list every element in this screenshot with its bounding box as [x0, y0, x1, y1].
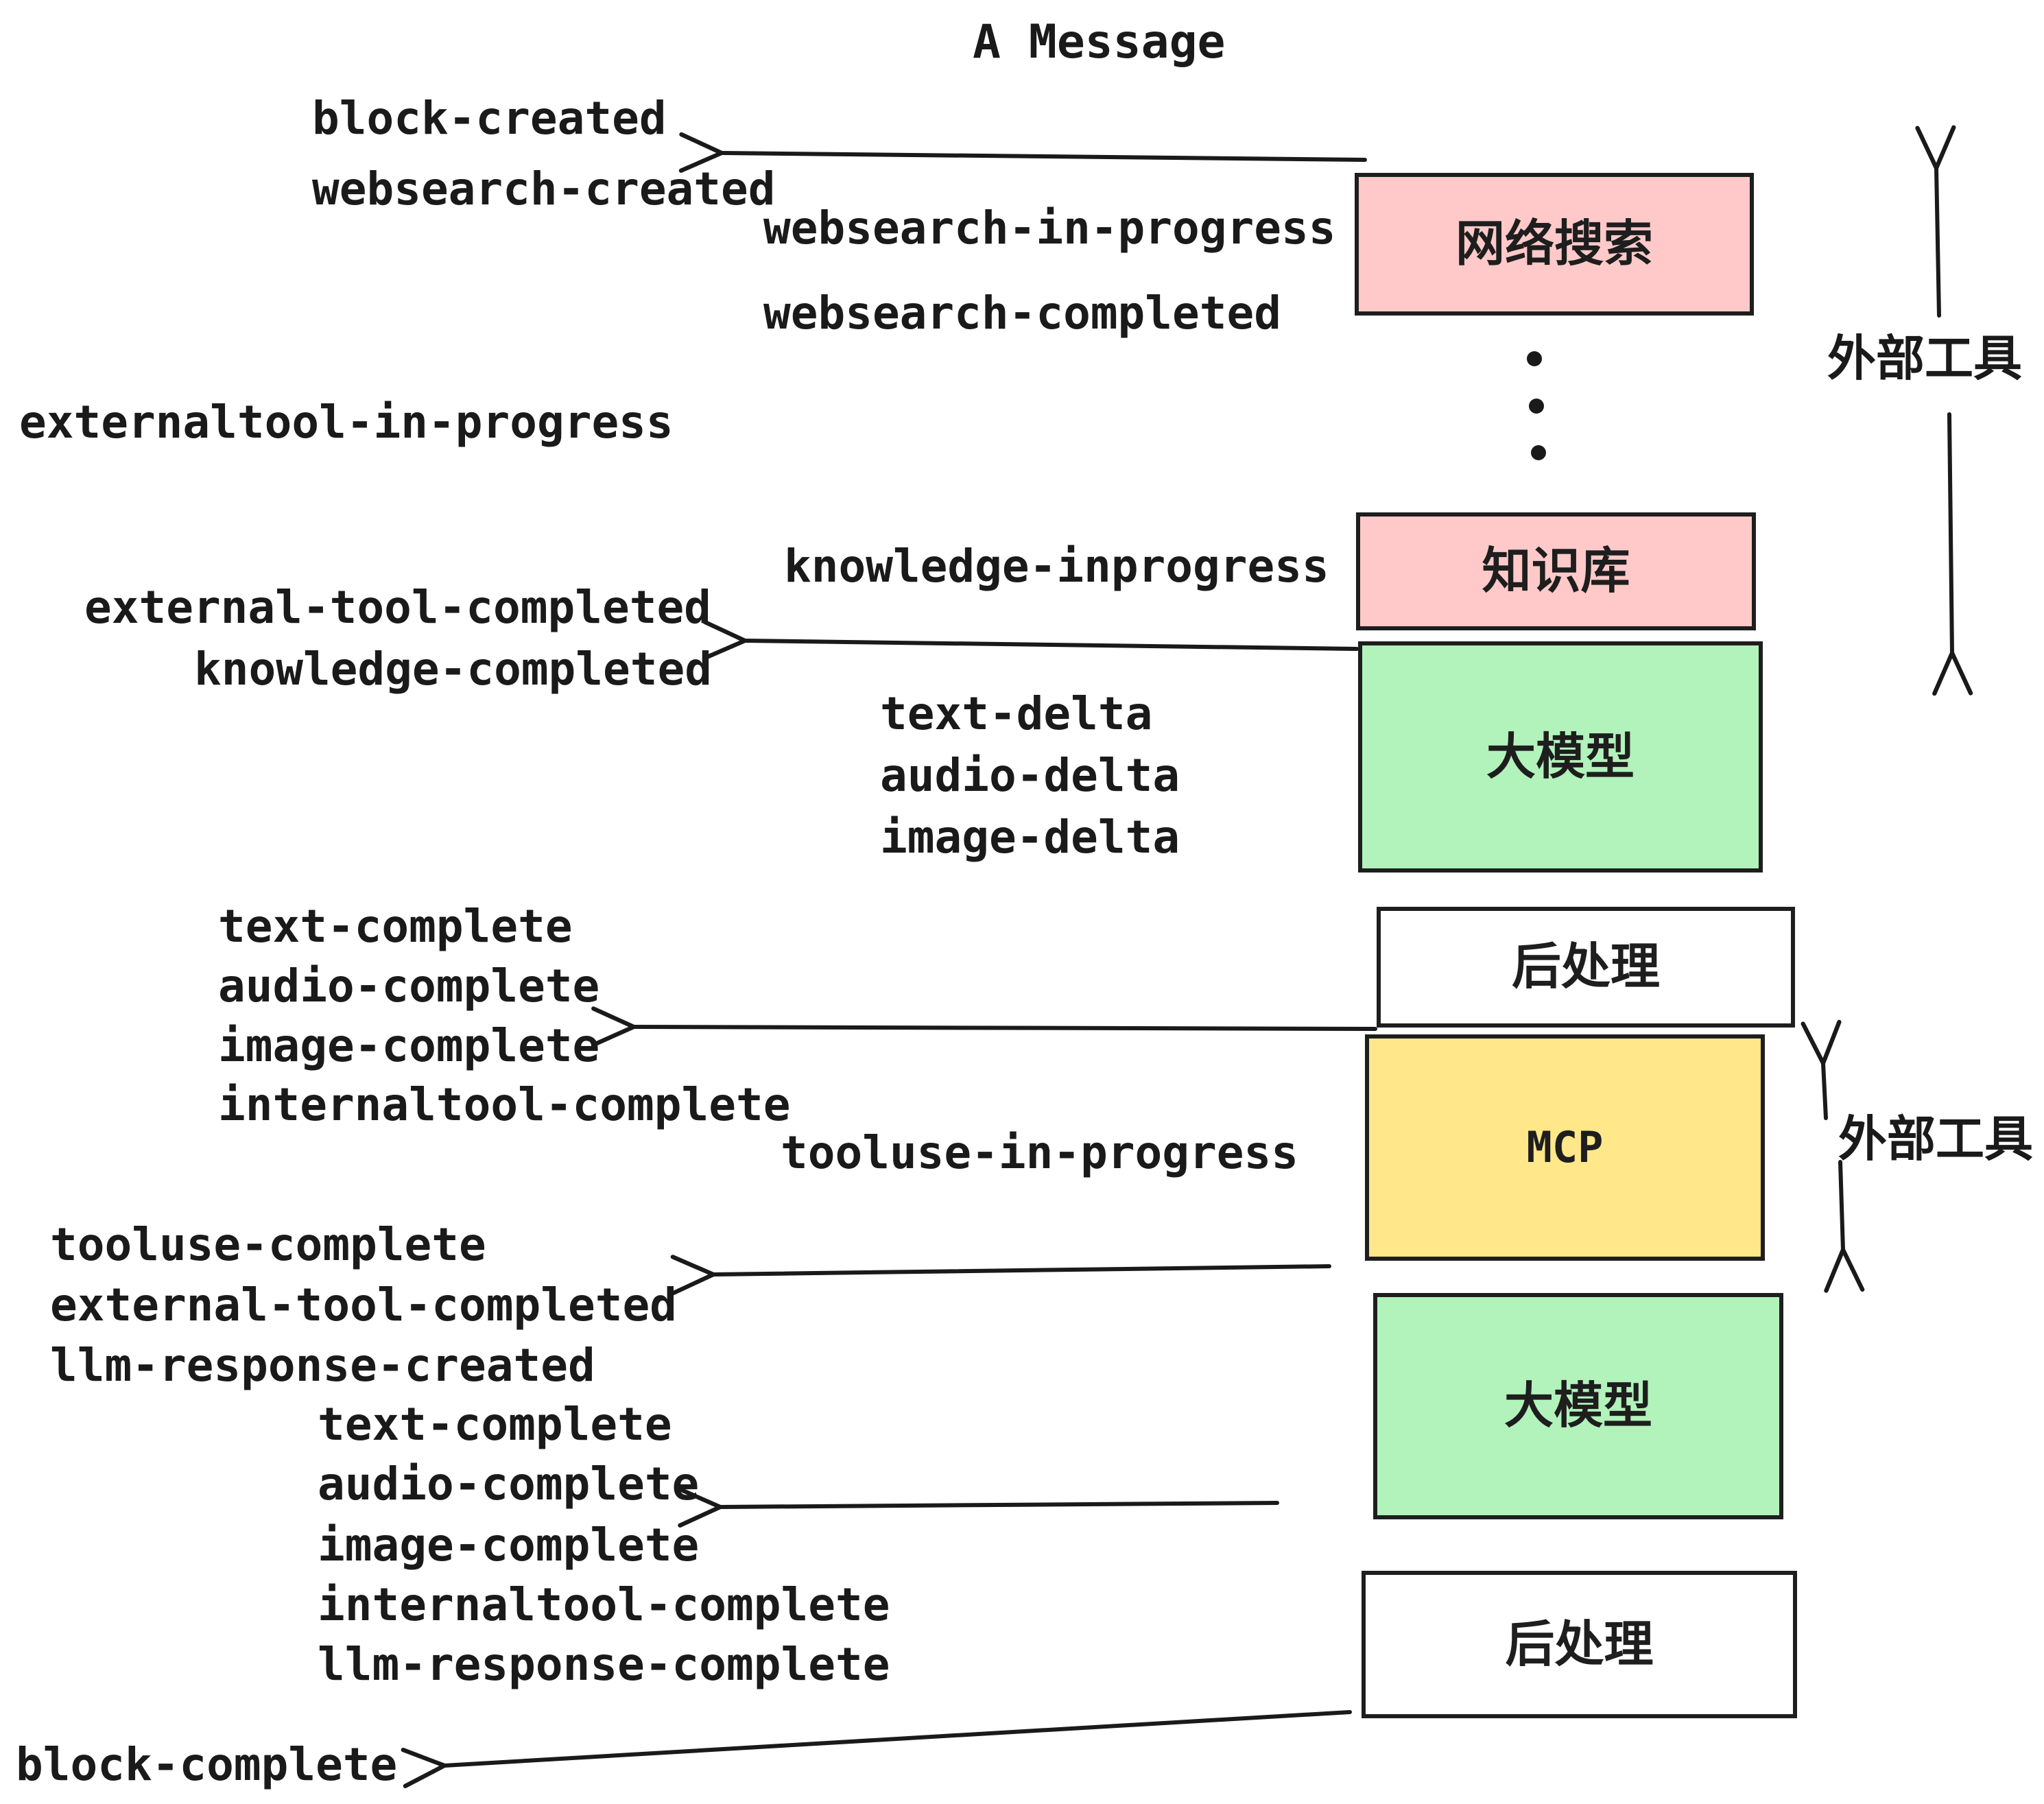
event-label-audio-complete-2: audio-complete	[318, 1458, 700, 1510]
box-llm-top: 大模型	[1358, 641, 1763, 873]
event-label-block-created: block-created	[312, 92, 667, 145]
event-label-tooluse-complete: tooluse-complete	[50, 1218, 486, 1271]
event-label-image-complete-1: image-complete	[218, 1019, 600, 1072]
ellipsis-dot	[1531, 445, 1546, 460]
event-label-llm-response-complete: llm-response-complete	[318, 1638, 890, 1691]
arrow-llm-to-knowledge-completed	[702, 619, 1359, 661]
ellipsis-dot	[1529, 399, 1544, 414]
event-label-text-complete-1: text-complete	[218, 900, 573, 953]
arrow-external-tools-bottom-up	[1801, 1019, 1842, 1120]
box-post-top-label: 后处理	[1511, 940, 1660, 995]
arrow-llm2-to-audio-complete	[677, 1486, 1279, 1528]
event-label-image-complete-2: image-complete	[318, 1519, 700, 1571]
arrow-post2-to-block-complete	[401, 1710, 1352, 1788]
arrow-external-tools-top-up	[1915, 125, 1956, 318]
event-label-websearch-created: websearch-created	[312, 163, 776, 215]
arrow-post-to-image-complete	[591, 1006, 1377, 1047]
box-post-top: 后处理	[1377, 907, 1795, 1028]
event-label-llm-response-created: llm-response-created	[50, 1339, 595, 1392]
event-label-audio-complete-1: audio-complete	[218, 960, 600, 1012]
ellipsis-dot	[1527, 351, 1542, 366]
event-label-externaltool-in-progress: externaltool-in-progress	[19, 396, 674, 449]
box-mcp: MCP	[1365, 1034, 1765, 1261]
box-knowledge: 知识库	[1356, 512, 1756, 630]
event-label-tooluse-in-progress: tooluse-in-progress	[781, 1126, 1298, 1179]
box-websearch-label: 网络搜索	[1455, 217, 1653, 272]
arrow-external-tools-bottom-down	[1824, 1160, 1865, 1293]
box-llm-bottom: 大模型	[1373, 1293, 1783, 1519]
event-label-audio-delta-1: audio-delta	[880, 749, 1180, 802]
arrow-external-tools-top-down	[1932, 412, 1973, 696]
arrow-websearch-to-block-created	[678, 132, 1367, 173]
box-post-bottom: 后处理	[1362, 1571, 1797, 1718]
box-websearch: 网络搜索	[1355, 173, 1754, 316]
box-knowledge-label: 知识库	[1482, 544, 1630, 599]
event-label-knowledge-inprogress: knowledge-inprogress	[784, 540, 1329, 593]
event-label-block-complete: block-complete	[16, 1738, 398, 1791]
event-label-websearch-in-progress: websearch-in-progress	[763, 202, 1336, 254]
annotation-external-tools-top: 外部工具	[1827, 332, 2023, 386]
box-llm-top-label: 大模型	[1486, 729, 1635, 785]
arrow-mcp-to-tooluse-complete	[670, 1255, 1331, 1296]
event-label-external-tool-completed-2: external-tool-completed	[50, 1279, 677, 1331]
box-post-bottom-label: 后处理	[1505, 1617, 1654, 1672]
event-label-internaltool-complete-2: internaltool-complete	[318, 1578, 890, 1631]
event-label-websearch-completed: websearch-completed	[763, 287, 1281, 340]
event-label-knowledge-completed: knowledge-completed	[194, 643, 712, 696]
event-label-text-complete-2: text-complete	[318, 1398, 672, 1451]
box-llm-bottom-label: 大模型	[1504, 1379, 1652, 1434]
event-label-internaltool-complete-1: internaltool-complete	[218, 1078, 791, 1131]
ellipsis-dots	[1527, 351, 1546, 460]
event-label-external-tool-completed: external-tool-completed	[84, 581, 711, 634]
event-label-image-delta-1: image-delta	[880, 811, 1180, 864]
event-label-text-delta-1: text-delta	[880, 687, 1153, 740]
box-mcp-label: MCP	[1526, 1122, 1604, 1172]
annotation-external-tools-bottom: 外部工具	[1838, 1113, 2034, 1167]
diagram-title: A Message	[973, 15, 1226, 69]
